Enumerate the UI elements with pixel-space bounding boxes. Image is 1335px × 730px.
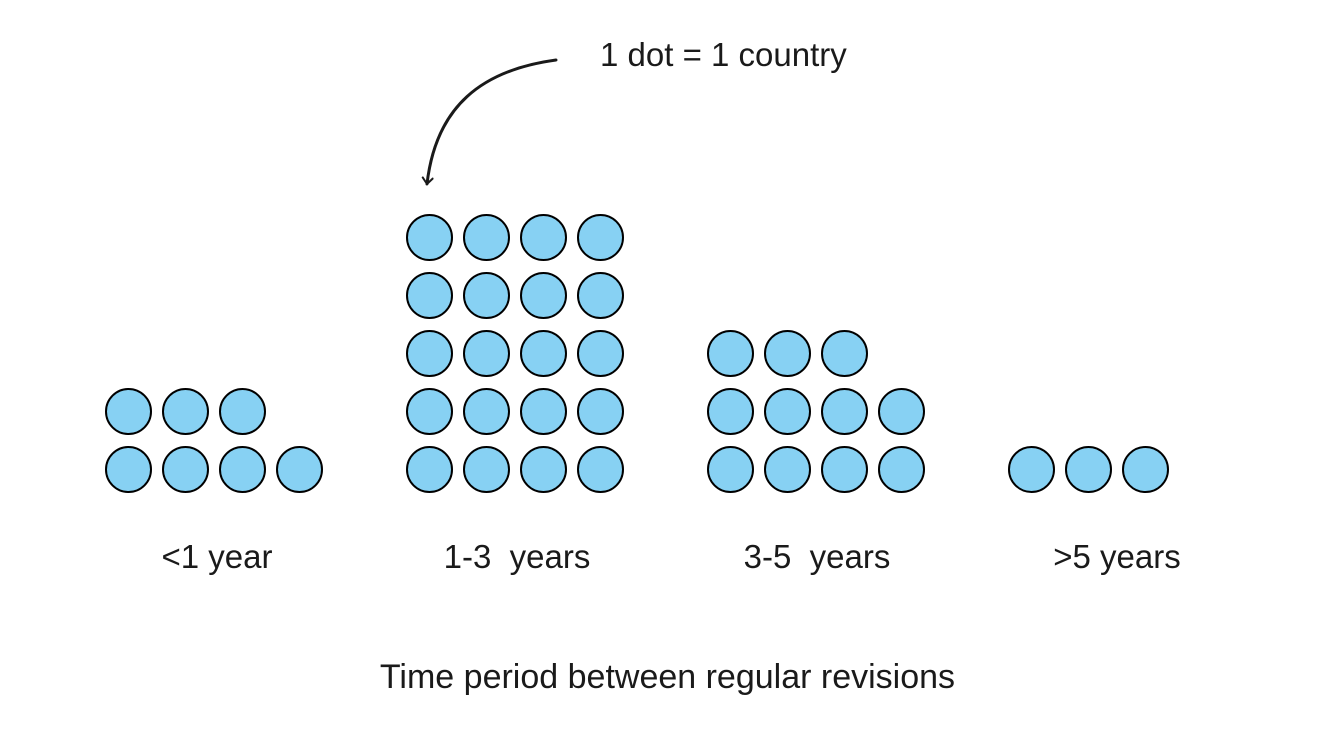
dot (219, 388, 266, 435)
dot (1122, 446, 1169, 493)
dot (520, 446, 567, 493)
dot (764, 388, 811, 435)
category-label-3: 3-5 years (743, 538, 891, 575)
dot (276, 446, 323, 493)
dot-row (1008, 446, 1169, 493)
chart-title: Time period between regular revisions (379, 658, 956, 696)
dot-row (406, 272, 624, 319)
category-label-2: 1-3 years (443, 538, 591, 575)
legend-label: 1 dot = 1 country (600, 36, 847, 73)
dot (577, 214, 624, 261)
dot (878, 446, 925, 493)
dot (707, 388, 754, 435)
dot-row (406, 214, 624, 261)
dot (878, 388, 925, 435)
dot (406, 446, 453, 493)
dot-row (406, 446, 624, 493)
dot (707, 330, 754, 377)
dot (520, 214, 567, 261)
dot (162, 446, 209, 493)
dot (577, 330, 624, 377)
dot (520, 272, 567, 319)
dot (577, 446, 624, 493)
dot-row (105, 388, 266, 435)
dot (105, 388, 152, 435)
dot (463, 272, 510, 319)
dot (821, 388, 868, 435)
dot (821, 446, 868, 493)
dot-group-2 (406, 214, 624, 493)
dot-group-1 (105, 388, 323, 493)
dot (463, 446, 510, 493)
dot (406, 214, 453, 261)
dot (764, 330, 811, 377)
dot-group-3 (707, 330, 925, 493)
dot (1008, 446, 1055, 493)
category-label-4: >5 years (1053, 538, 1181, 575)
dot-row (707, 330, 868, 377)
dot (463, 330, 510, 377)
dot (707, 446, 754, 493)
dot (520, 330, 567, 377)
dot-row (707, 446, 925, 493)
dot (821, 330, 868, 377)
dot (463, 214, 510, 261)
dot (406, 330, 453, 377)
dot (162, 388, 209, 435)
dot (463, 388, 510, 435)
dot-row (707, 388, 925, 435)
dot-row (406, 388, 624, 435)
dot (764, 446, 811, 493)
dot (406, 388, 453, 435)
dot (577, 388, 624, 435)
dot (520, 388, 567, 435)
category-label-1: <1 year (161, 538, 273, 575)
dot-group-4 (1008, 446, 1169, 493)
dot-row (406, 330, 624, 377)
dot (105, 446, 152, 493)
dot (406, 272, 453, 319)
dot (577, 272, 624, 319)
dot-row (105, 446, 323, 493)
dot (1065, 446, 1112, 493)
dot (219, 446, 266, 493)
